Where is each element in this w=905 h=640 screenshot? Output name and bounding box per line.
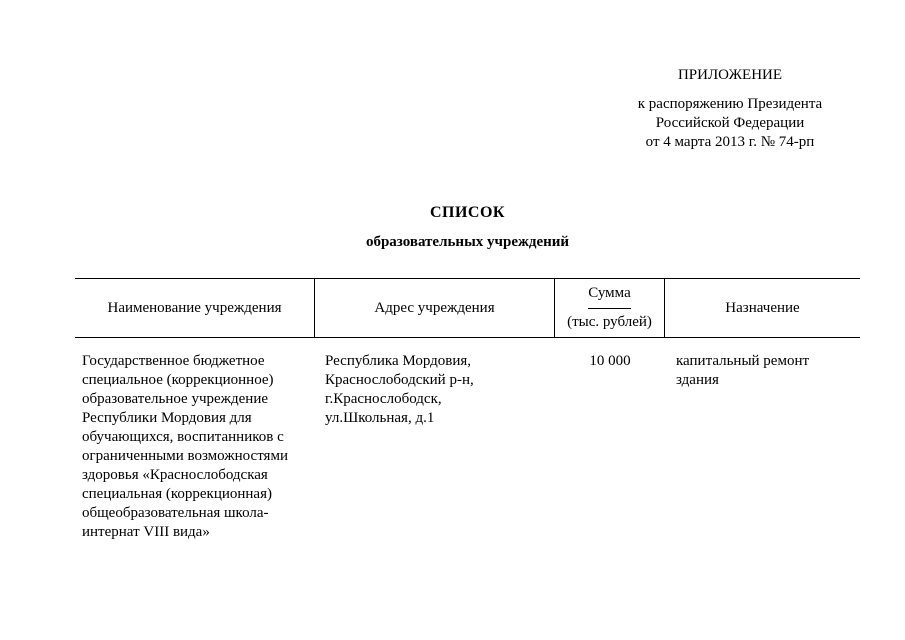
document-title: СПИСОК: [429, 204, 506, 221]
annex-label: ПРИЛОЖЕНИЕ: [677, 67, 783, 83]
header-institution-address: Адрес учреждения: [315, 279, 555, 337]
annex-reference-block: ПРИЛОЖЕНИЕ к распоряжению Президента Рос…: [605, 66, 855, 152]
table-header-row: Наименование учреждения Адрес учреждения…: [75, 278, 860, 338]
table-row: Государственное бюджетное специальное (к…: [75, 338, 860, 542]
annex-line-federation: Российской Федерации: [655, 115, 805, 131]
header-purpose: Назначение: [725, 299, 800, 316]
institutions-table: Наименование учреждения Адрес учреждения…: [75, 278, 860, 542]
header-institution-name: Наименование учреждения: [75, 279, 315, 337]
cell-institution-name: Государственное бюджетное специальное (к…: [82, 353, 288, 540]
header-sum-label: Сумма: [588, 279, 631, 309]
cell-purpose: капитальный ремонт здания: [676, 353, 810, 388]
cell-institution-address: Республика Мордовия, Краснослободский р-…: [325, 353, 474, 426]
annex-line-decree: к распоряжению Президента: [637, 96, 823, 112]
document-subtitle: образовательных учреждений: [365, 234, 570, 250]
cell-sum: 10 000: [589, 353, 631, 369]
header-sum-units: (тыс. рублей): [567, 314, 652, 331]
annex-line-date-number: от 4 марта 2013 г. № 74-рп: [645, 134, 815, 150]
header-sum: Сумма (тыс. рублей): [555, 279, 665, 337]
title-block: СПИСОК образовательных учреждений: [75, 204, 860, 251]
